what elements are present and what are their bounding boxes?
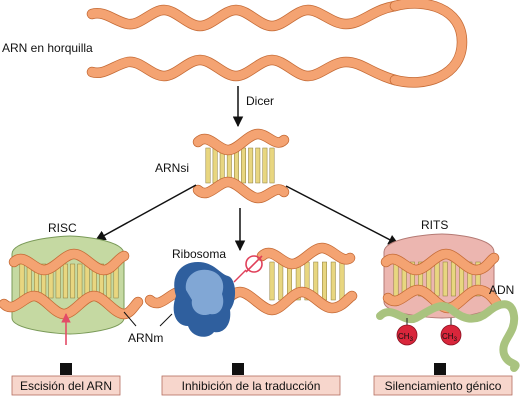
rits-sirna-strand (381, 249, 499, 275)
methyl-group-2: CH3 (440, 318, 462, 346)
inhibition-icon (233, 255, 263, 283)
base-pair (442, 261, 448, 297)
hairpin-rna (86, 0, 468, 88)
step-3-box (373, 375, 513, 396)
step-3-number: 3 (437, 365, 443, 376)
sirna-label: ARNsi (155, 161, 189, 175)
step-1-number: 1 (63, 365, 69, 376)
arrow-to-rits (285, 185, 399, 245)
base-pair (262, 147, 268, 184)
base-pair (241, 147, 247, 184)
base-pair (62, 263, 68, 299)
rits-complex: CH3 CH3 (376, 233, 520, 372)
step-3-badge (434, 363, 446, 375)
base-pair (434, 261, 440, 297)
dna-strand (376, 300, 520, 372)
svg-text:CH3: CH3 (442, 332, 458, 343)
step-2-box (161, 375, 341, 396)
base-pair (248, 147, 254, 184)
step-3-label: Silenciamiento génico (385, 379, 502, 393)
methyl-1-sub: 3 (410, 337, 414, 343)
sirna-duplex (192, 128, 290, 204)
base-pair (77, 263, 83, 299)
mrna-label: ARNm (128, 331, 163, 345)
arrow-to-risc (95, 184, 197, 241)
step-1-label: Escisión del ARN (20, 379, 112, 393)
methyl-2-text: CH (442, 332, 454, 341)
base-pair (393, 261, 399, 297)
ribosome (173, 262, 236, 337)
rits-label: RITS (421, 218, 448, 232)
base-pair (450, 261, 456, 297)
ribosome-label: Ribosoma (172, 247, 226, 261)
hairpin-label: ARN en horquilla (2, 41, 93, 55)
step-2-label: Inhibición de la traducción (182, 379, 321, 393)
step-1-badge (60, 363, 72, 375)
step-2: 2 Inhibición de la traducción (161, 363, 341, 396)
sirna-base-pairs (205, 147, 275, 184)
step-2-number: 2 (235, 365, 241, 376)
step-1: 1 Escisión del ARN (11, 363, 121, 396)
methyl-1-text: CH (398, 332, 410, 341)
hairpin-strand-bottom (87, 55, 400, 85)
base-pair (70, 263, 76, 299)
base-pair (255, 147, 261, 184)
base-pair (330, 261, 336, 301)
dna-label: ADN (489, 283, 514, 297)
risc-sirna-strand (9, 249, 129, 275)
hairpin-strand-top (87, 1, 400, 31)
base-pair (269, 147, 275, 184)
translation-inhibition (144, 242, 358, 337)
base-pair (278, 261, 284, 301)
sirna-strand-bottom (193, 177, 289, 203)
sirna-strand-top (193, 129, 289, 155)
base-pair (322, 261, 327, 301)
mrna-leader-right (159, 313, 173, 327)
base-pair (339, 261, 345, 301)
base-pair (19, 263, 25, 299)
risc-complex (0, 235, 144, 345)
ribosome-small-subunit (185, 269, 224, 316)
base-pair (205, 147, 211, 184)
base-pair (475, 261, 481, 297)
step-3: 3 Silenciamiento génico (373, 363, 513, 396)
middle-sirna-strand (257, 243, 355, 269)
methyl-group-1: CH3 (396, 318, 418, 346)
step-2-badge (232, 363, 244, 375)
hairpin-loop (390, 0, 467, 87)
methyl-2-sub: 3 (454, 337, 458, 343)
risc-label: RISC (48, 221, 77, 235)
dicer-label: Dicer (246, 94, 274, 108)
mrna-leader-left (123, 311, 137, 327)
svg-text:CH3: CH3 (398, 332, 414, 343)
step-1-box (11, 375, 121, 396)
base-pair (212, 147, 218, 184)
base-pair (269, 261, 275, 301)
